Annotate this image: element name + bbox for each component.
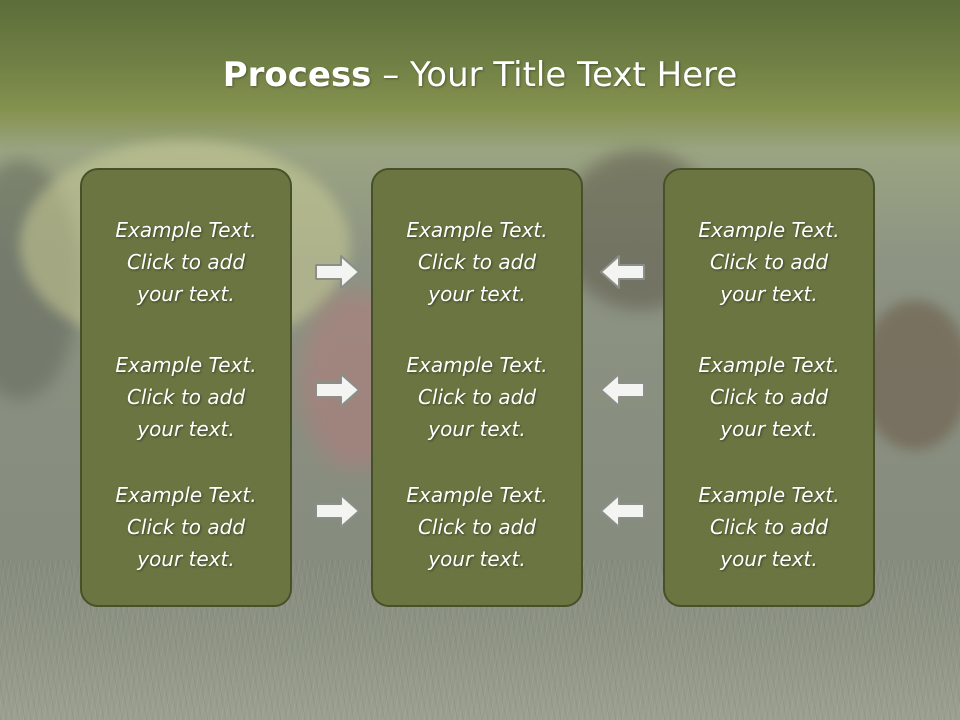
text-line: your text. xyxy=(720,417,818,441)
text-placeholder[interactable]: Example Text. Click to add your text. xyxy=(373,214,581,310)
text-line: Example Text. xyxy=(698,483,840,507)
text-placeholder[interactable]: Example Text. Click to add your text. xyxy=(82,349,290,445)
text-line: Click to add xyxy=(417,250,537,274)
right-arrow-icon xyxy=(315,373,360,407)
process-box-center[interactable]: Example Text. Click to add your text. Ex… xyxy=(371,168,583,607)
slide-title[interactable]: Process – Your Title Text Here xyxy=(0,52,960,98)
text-placeholder[interactable]: Example Text. Click to add your text. xyxy=(665,349,873,445)
text-line: Example Text. xyxy=(406,353,548,377)
left-arrow-icon xyxy=(600,255,645,289)
text-placeholder[interactable]: Example Text. Click to add your text. xyxy=(665,214,873,310)
text-line: Click to add xyxy=(417,515,537,539)
text-line: your text. xyxy=(720,282,818,306)
right-arrow-icon xyxy=(315,494,360,528)
title-bold: Process xyxy=(222,55,372,95)
text-line: Example Text. xyxy=(115,218,257,242)
text-line: Click to add xyxy=(709,515,829,539)
text-line: Click to add xyxy=(126,250,246,274)
right-arrow-icon xyxy=(315,255,360,289)
text-line: Example Text. xyxy=(406,483,548,507)
title-rest: – Your Title Text Here xyxy=(371,55,738,95)
text-line: Example Text. xyxy=(115,483,257,507)
left-arrow-icon xyxy=(600,494,645,528)
text-line: Click to add xyxy=(709,385,829,409)
text-placeholder[interactable]: Example Text. Click to add your text. xyxy=(373,349,581,445)
background-shape xyxy=(860,300,960,450)
text-line: your text. xyxy=(428,282,526,306)
text-line: Click to add xyxy=(417,385,537,409)
process-box-left[interactable]: Example Text. Click to add your text. Ex… xyxy=(80,168,292,607)
text-line: Example Text. xyxy=(115,353,257,377)
text-line: your text. xyxy=(720,547,818,571)
text-line: Click to add xyxy=(126,385,246,409)
text-line: Example Text. xyxy=(406,218,548,242)
text-placeholder[interactable]: Example Text. Click to add your text. xyxy=(82,214,290,310)
text-placeholder[interactable]: Example Text. Click to add your text. xyxy=(373,479,581,575)
text-line: your text. xyxy=(428,547,526,571)
text-line: your text. xyxy=(137,417,235,441)
text-line: Example Text. xyxy=(698,218,840,242)
text-line: your text. xyxy=(137,282,235,306)
text-line: your text. xyxy=(137,547,235,571)
text-line: Click to add xyxy=(709,250,829,274)
left-arrow-icon xyxy=(600,373,645,407)
text-line: Click to add xyxy=(126,515,246,539)
process-box-right[interactable]: Example Text. Click to add your text. Ex… xyxy=(663,168,875,607)
text-line: Example Text. xyxy=(698,353,840,377)
text-placeholder[interactable]: Example Text. Click to add your text. xyxy=(665,479,873,575)
text-line: your text. xyxy=(428,417,526,441)
text-placeholder[interactable]: Example Text. Click to add your text. xyxy=(82,479,290,575)
